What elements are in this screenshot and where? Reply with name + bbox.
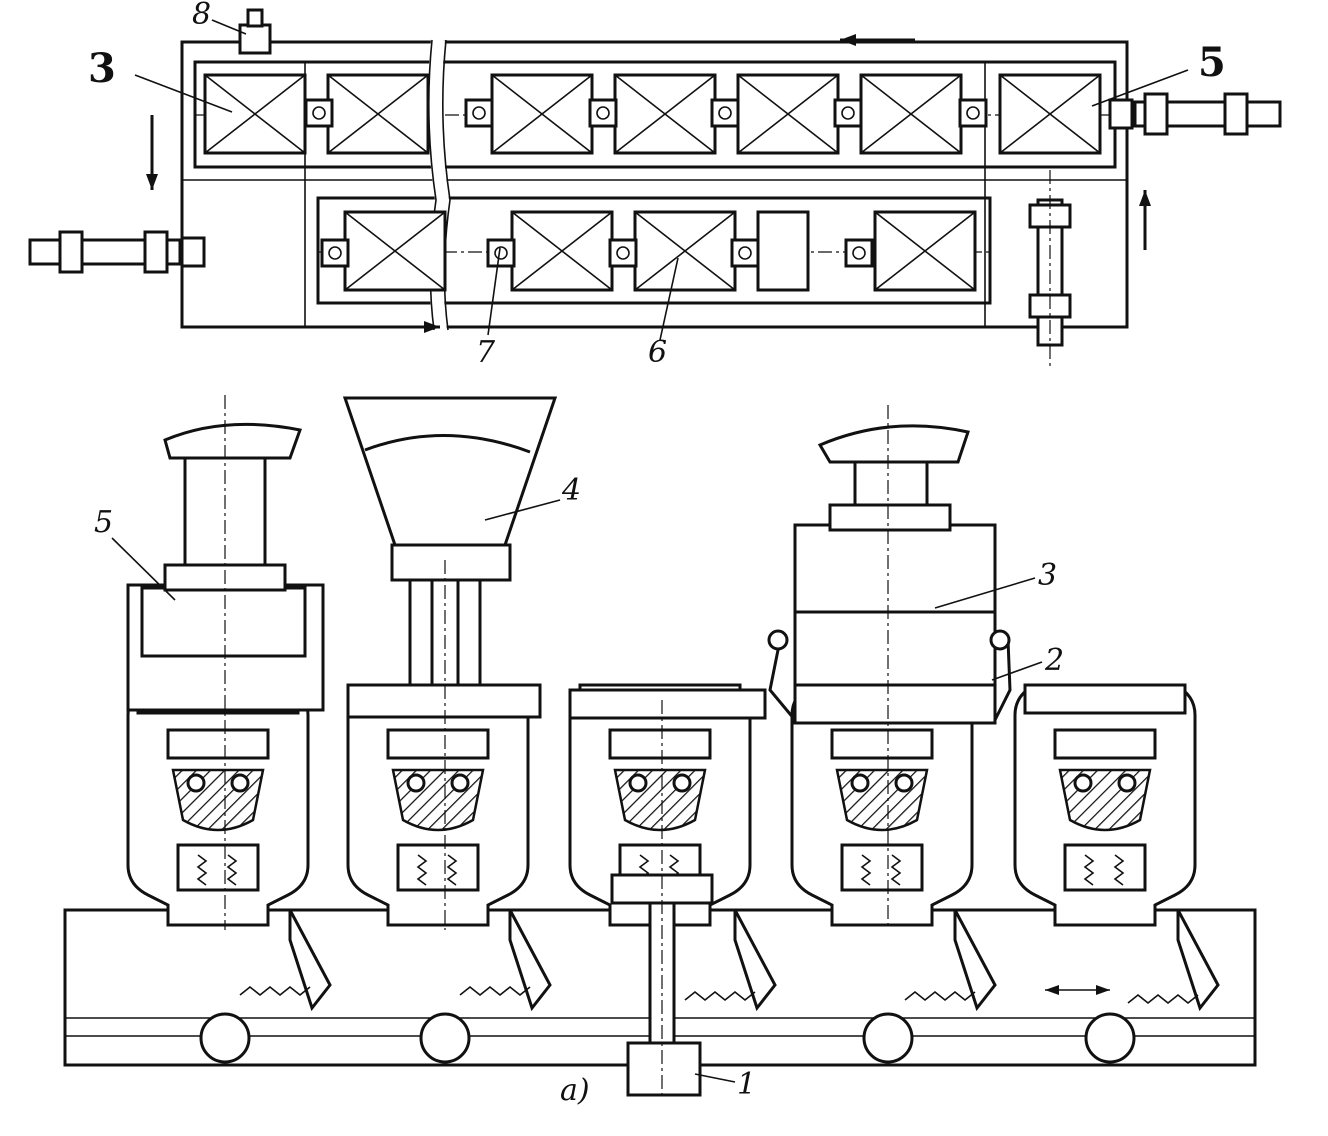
plan-cylinder-top (238, 8, 272, 55)
figure-caption: a) (560, 1073, 590, 1108)
press-unit-right (767, 405, 1012, 930)
plan-roller (710, 98, 740, 128)
wheel (199, 1012, 251, 1064)
elevation-label-1: 1 (737, 1067, 756, 1102)
plan-cylinder-right (1108, 92, 1282, 136)
plan-cylinder-vertical (1028, 170, 1072, 370)
plan-box-lower-3 (633, 210, 737, 292)
lower-conveyor (316, 196, 992, 305)
elevation-view: 5 4 3 2 1 a) (63, 395, 1257, 1108)
plan-label-3: 3 (88, 45, 116, 92)
plan-roller (833, 98, 863, 128)
plan-roller (464, 98, 494, 128)
carriage-station-2 (346, 683, 530, 927)
plan-roller (304, 98, 334, 128)
elevation-label-3: 3 (1038, 558, 1057, 593)
press-unit-left (126, 395, 325, 930)
plan-roller (588, 98, 618, 128)
plan-roller (608, 238, 638, 268)
plan-box-upper-5 (736, 73, 840, 155)
carriage-station-5 (1013, 683, 1197, 927)
plan-label-8: 8 (192, 0, 211, 32)
ejector (568, 688, 767, 1100)
ejector-cylinder (626, 1041, 702, 1097)
plan-roller (486, 238, 516, 268)
plan-box-lower-2 (510, 210, 614, 292)
plan-label-7: 7 (476, 335, 496, 370)
elevation-label-4: 4 (561, 473, 581, 508)
hopper (342, 396, 558, 930)
plan-roller (730, 238, 760, 268)
plan-frame (180, 40, 1129, 329)
plan-box-upper-3 (490, 73, 594, 155)
direction-arrows (146, 34, 1151, 333)
plan-box-lower-4 (873, 210, 977, 292)
plan-roller (844, 238, 874, 268)
plan-box-upper-6 (859, 73, 963, 155)
plan-box-upper-7 (998, 73, 1102, 155)
wheel (862, 1012, 914, 1064)
pawls (239, 909, 1220, 1012)
plan-roller (320, 238, 350, 268)
plan-roller (958, 98, 988, 128)
elevation-label-5: 5 (94, 505, 113, 540)
plan-view: 3 5 8 7 6 (28, 0, 1282, 370)
wheel (419, 1012, 471, 1064)
plan-label-6: 6 (648, 335, 667, 370)
plan-box-upper-1 (203, 73, 307, 155)
plan-label-5: 5 (1198, 39, 1226, 86)
carriage-station-1 (126, 683, 310, 927)
elevation-label-2: 2 (1044, 643, 1064, 678)
plan-box-lower-1 (343, 210, 447, 292)
plan-box-upper-4 (613, 73, 717, 155)
plan-box-upper-2 (326, 73, 430, 155)
plan-cylinder-left (28, 230, 206, 274)
wheel (1084, 1012, 1136, 1064)
plan-box-lower-partial (756, 210, 810, 292)
